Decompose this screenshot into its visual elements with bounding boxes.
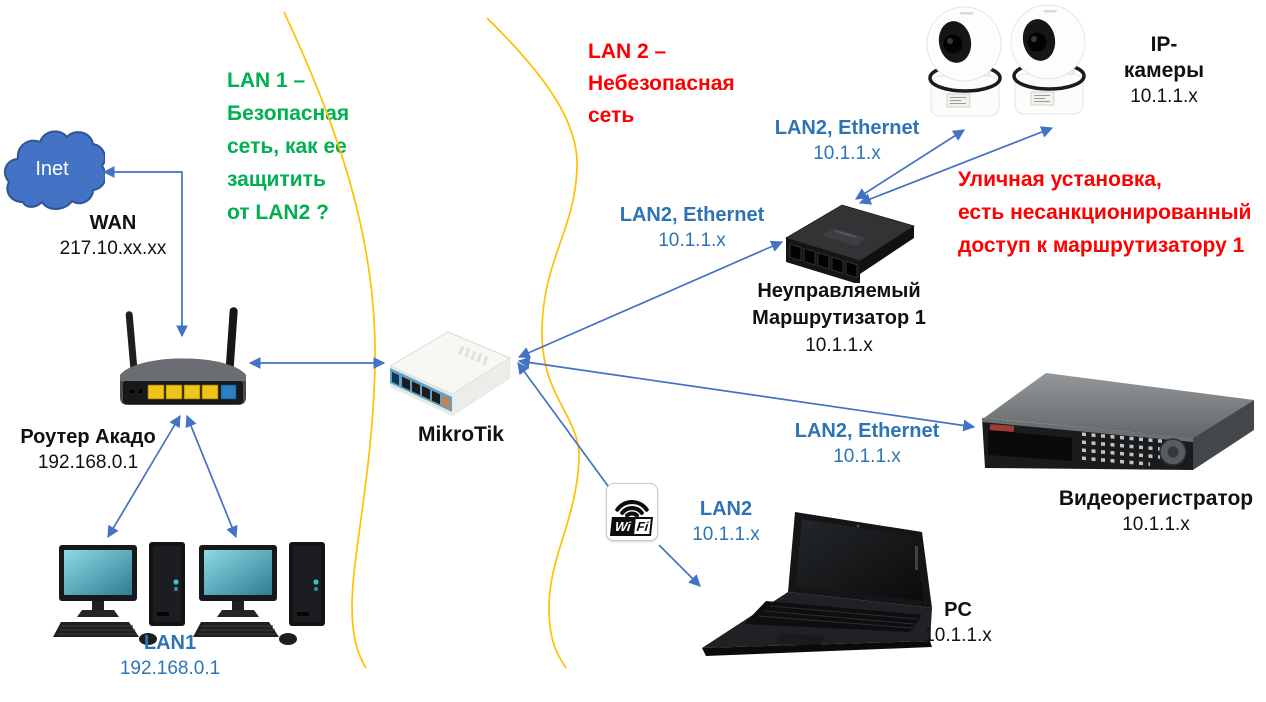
unmanaged-switch-icon [780, 198, 920, 283]
inet-label: Inet [35, 158, 69, 180]
desktop-pc-1-icon [53, 540, 193, 648]
link-mikrotik-wifi [517, 362, 609, 487]
ip-camera-1-icon [920, 2, 1012, 122]
link-cameras-label: LAN2, Ethernet 10.1.1.x [775, 115, 919, 167]
akado-title: Роутер Акадо [20, 426, 156, 448]
cameras-label: IP-камеры 10.1.1.x [1113, 32, 1215, 110]
wifi-lan2-label: LAN2 10.1.1.x [692, 496, 760, 548]
link-dvr-label: LAN2, Ethernet 10.1.1.x [795, 418, 939, 470]
lan1-group-label: LAN1 192.168.0.1 [120, 630, 220, 682]
link-cameras-text: LAN2, Ethernet [774, 117, 920, 139]
switch-title-line1: Неуправляемый [757, 280, 921, 302]
street-warning-note: Уличная установка, есть несанкционирован… [958, 168, 1252, 257]
wan-title: WAN [89, 212, 137, 234]
cameras-ip: 10.1.1.x [1130, 86, 1198, 107]
link-switch-text: LAN2, Ethernet [619, 204, 765, 226]
lan1-ip: 192.168.0.1 [119, 658, 221, 679]
akado-ip: 192.168.0.1 [37, 452, 139, 473]
internet-cloud-icon [1, 118, 105, 226]
mikrotik-router-icon [382, 320, 522, 428]
pc-title: PC [944, 599, 972, 621]
link-dvr-text: LAN2, Ethernet [794, 420, 940, 442]
akado-router-icon [108, 297, 258, 422]
link-akado-pc2 [185, 414, 238, 539]
wifi-waves-icon [615, 499, 649, 517]
wifi-lan2-ip: 10.1.1.x [692, 524, 760, 545]
laptop-icon [686, 500, 986, 670]
pc-ip: 10.1.1.x [924, 625, 992, 646]
dvr-title: Видеорегистратор [1058, 487, 1254, 510]
dvr-icon [976, 362, 1266, 474]
switch-label: Неуправляемый Маршрутизатор 1 10.1.1.x [752, 278, 926, 359]
wan-ip: 217.10.xx.xx [59, 238, 167, 259]
dvr-label: Видеорегистратор 10.1.1.x [1059, 486, 1253, 538]
akado-label: Роутер Акадо 192.168.0.1 [20, 424, 155, 476]
cameras-title: IP-камеры [1123, 33, 1205, 82]
mikrotik-label: MikroTik [418, 422, 504, 448]
dvr-ip: 10.1.1.x [1122, 514, 1190, 535]
wan-label: WAN 217.10.xx.xx [60, 210, 167, 262]
lan2-zone-note: LAN 2 – Небезопасная сеть [588, 40, 735, 127]
ip-camera-2-icon [1004, 0, 1096, 120]
pc-label: PC 10.1.1.x [924, 597, 992, 649]
mikrotik-title: MikroTik [418, 423, 504, 446]
link-dvr-ip: 10.1.1.x [833, 446, 901, 467]
wifi-lan2-text: LAN2 [699, 498, 753, 520]
wifi-badge-fi: Fi [634, 517, 654, 536]
switch-ip: 10.1.1.x [805, 335, 873, 356]
switch-title-line2: Маршрутизатор 1 [752, 307, 926, 329]
link-mikrotik-switch [517, 240, 784, 359]
lan1-zone-note: LAN 1 – Безопасная сеть, как ее защитить… [227, 69, 350, 224]
link-cameras-ip: 10.1.1.x [813, 143, 881, 164]
link-switch-ip: 10.1.1.x [658, 230, 726, 251]
lan1-title: LAN1 [143, 632, 197, 654]
wifi-badge-wi: Wi [610, 517, 637, 536]
link-switch-label: LAN2, Ethernet 10.1.1.x [620, 202, 764, 254]
